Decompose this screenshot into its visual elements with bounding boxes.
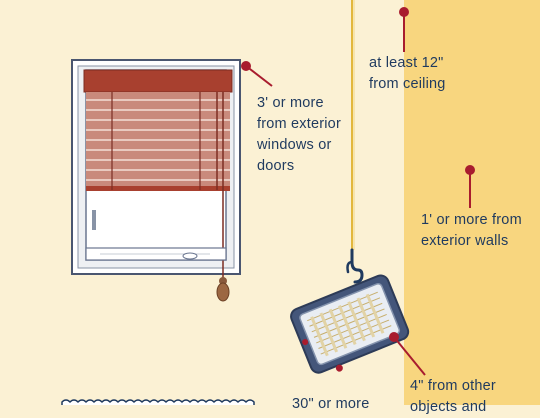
blind-slats xyxy=(86,92,230,190)
exterior-wall-distance-label: 1' or more from exterior walls xyxy=(421,210,522,252)
exterior-wall-band xyxy=(404,0,540,405)
placement-diagram xyxy=(61,0,540,405)
blind-header xyxy=(83,69,233,93)
ceiling-label-line-2: from ceiling xyxy=(369,76,446,92)
window-pointer-dot-icon xyxy=(241,61,251,71)
device-pointer-line xyxy=(393,336,426,376)
chain-icon xyxy=(351,0,355,250)
ceiling-distance-label: at least 12" from ceiling xyxy=(369,53,446,95)
hanging-device-icon xyxy=(290,274,410,374)
ceiling-pointer-dot-icon xyxy=(399,7,409,17)
window-label-line-2: from exterior xyxy=(257,116,341,132)
cord-tassel xyxy=(216,282,230,302)
other-objects-distance-label: 4" from other objects and xyxy=(410,376,496,418)
other-objects-label-line-1: 4" from other xyxy=(410,378,496,394)
window-label-line-3: windows or xyxy=(257,137,332,153)
hook-icon xyxy=(350,248,364,284)
exterior-wall-label-line-1: 1' or more from xyxy=(421,212,522,228)
window-pointer-line xyxy=(245,65,273,87)
window-distance-label: 3' or more from exterior windows or door… xyxy=(257,93,341,177)
exterior-wall-pointer-dot-icon xyxy=(465,165,475,175)
exterior-wall-label-line-2: exterior walls xyxy=(421,233,509,249)
device-pointer-dot-icon xyxy=(389,332,399,342)
window-with-blinds-icon xyxy=(71,59,241,302)
bed-pillow-icon xyxy=(61,399,255,405)
other-objects-label-line-2: objects and xyxy=(410,399,487,415)
window-label-line-1: 3' or more xyxy=(257,95,324,111)
window-label-line-4: doors xyxy=(257,158,295,174)
ceiling-label-line-1: at least 12" xyxy=(369,55,444,71)
